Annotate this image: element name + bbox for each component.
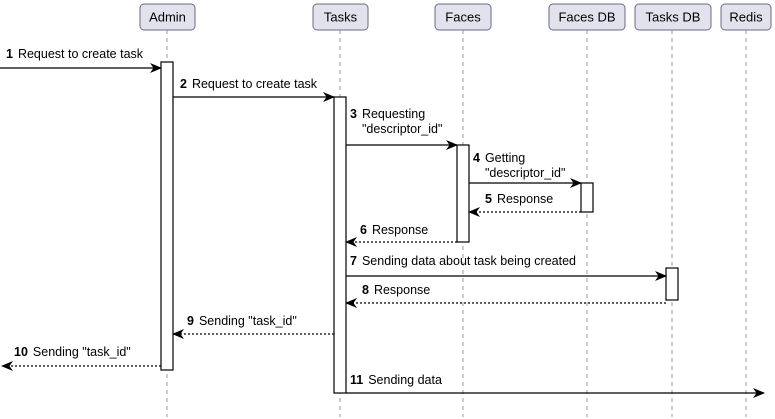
- participant-box-tasks: [312, 3, 369, 31]
- message-label-5: Response: [497, 192, 553, 206]
- message-9[interactable]: 9 Sending "task_id": [172, 314, 334, 339]
- participant-box-faces: [434, 3, 492, 31]
- message-label-4-line2: "descriptor_id": [485, 166, 565, 180]
- participant-tasksdb[interactable]: Tasks DB: [634, 3, 712, 31]
- message-seq-8: 8: [362, 283, 369, 297]
- message-11[interactable]: 11 Sending data: [346, 373, 765, 398]
- message-7[interactable]: 7 Sending data about task being created: [346, 254, 667, 281]
- message-1[interactable]: 1 Request to create task: [0, 47, 162, 73]
- participant-label-facesdb: Faces DB: [558, 9, 615, 24]
- participant-label-admin: Admin: [149, 9, 186, 24]
- message-seq-4: 4: [473, 151, 480, 165]
- participants-layer: Admin Tasks Faces Faces DB Tasks DB Redis: [139, 3, 772, 31]
- message-label-2: Request to create task: [192, 77, 318, 91]
- participant-tasks[interactable]: Tasks: [312, 3, 369, 31]
- participant-box-admin: [139, 3, 196, 31]
- message-10[interactable]: 10 Sending "task_id": [1, 345, 161, 371]
- participant-label-tasks: Tasks: [324, 9, 358, 24]
- message-5[interactable]: 5 Response: [468, 192, 581, 217]
- message-seq-6: 6: [360, 223, 367, 237]
- message-seq-5: 5: [485, 192, 492, 206]
- message-label-1: Request to create task: [18, 47, 144, 61]
- participant-admin[interactable]: Admin: [139, 3, 196, 31]
- participant-redis[interactable]: Redis: [720, 3, 772, 31]
- participant-facesdb[interactable]: Faces DB: [548, 3, 626, 31]
- message-label-7: Sending data about task being created: [362, 254, 576, 268]
- activation-bar-faces: [456, 144, 470, 243]
- message-label-4-line1: Getting: [485, 151, 525, 165]
- message-seq-11: 11: [350, 373, 363, 387]
- message-label-8: Response: [374, 283, 430, 297]
- activation-bar-tasks: [333, 96, 347, 394]
- participant-box-redis: [720, 3, 772, 31]
- participant-box-tasksdb: [634, 3, 712, 31]
- message-6[interactable]: 6 Response: [345, 223, 457, 247]
- participant-box-facesdb: [548, 3, 626, 31]
- activation-bar-tasksdb: [665, 267, 679, 301]
- participant-label-redis: Redis: [729, 9, 763, 24]
- message-label-10: Sending "task_id": [33, 345, 131, 359]
- message-label-11: Sending data: [368, 373, 442, 387]
- message-seq-2: 2: [180, 77, 187, 91]
- message-label-3-line1: Requesting: [362, 107, 425, 121]
- participant-label-tasksdb: Tasks DB: [646, 9, 701, 24]
- message-seq-9: 9: [187, 314, 194, 328]
- message-seq-3: 3: [350, 107, 357, 121]
- participant-faces[interactable]: Faces: [434, 3, 492, 31]
- message-8[interactable]: 8 Response: [345, 283, 666, 308]
- activation-bar-facesdb: [580, 182, 594, 213]
- message-seq-10: 10: [14, 345, 28, 359]
- message-4[interactable]: 4 Getting"descriptor_id": [469, 151, 582, 188]
- message-label-9: Sending "task_id": [199, 314, 297, 328]
- message-2[interactable]: 2 Request to create task: [173, 77, 335, 102]
- message-seq-7: 7: [350, 254, 357, 268]
- message-label-6: Response: [372, 223, 428, 237]
- message-label-3-line2: "descriptor_id": [362, 122, 442, 136]
- activation-bar-admin: [160, 61, 174, 371]
- message-seq-1: 1: [6, 47, 13, 61]
- participant-label-faces: Faces: [445, 9, 481, 24]
- message-3[interactable]: 3 Requesting"descriptor_id": [346, 107, 458, 150]
